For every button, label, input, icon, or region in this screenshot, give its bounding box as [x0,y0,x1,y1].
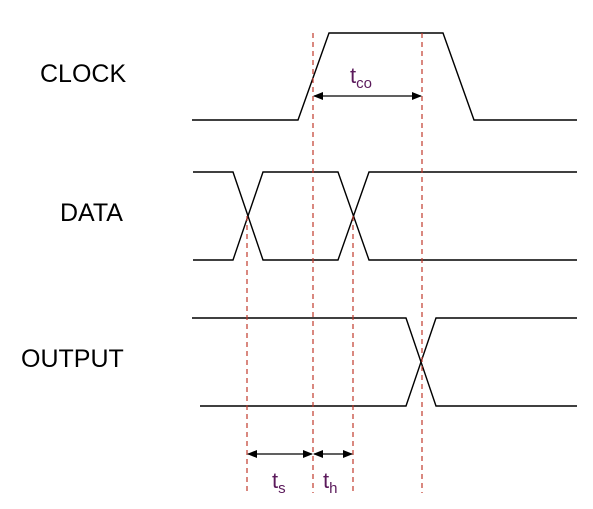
clock-waveform [192,32,577,121]
tco-label: tco [350,63,372,92]
data-waveform [193,171,577,261]
ts-label: ts [272,468,286,497]
th-label: th [323,468,337,497]
output-label: OUTPUT [21,345,124,373]
clock-label: CLOCK [40,60,126,88]
output-waveform [192,317,577,407]
guide-lines [246,33,423,493]
data-label: DATA [60,199,123,227]
